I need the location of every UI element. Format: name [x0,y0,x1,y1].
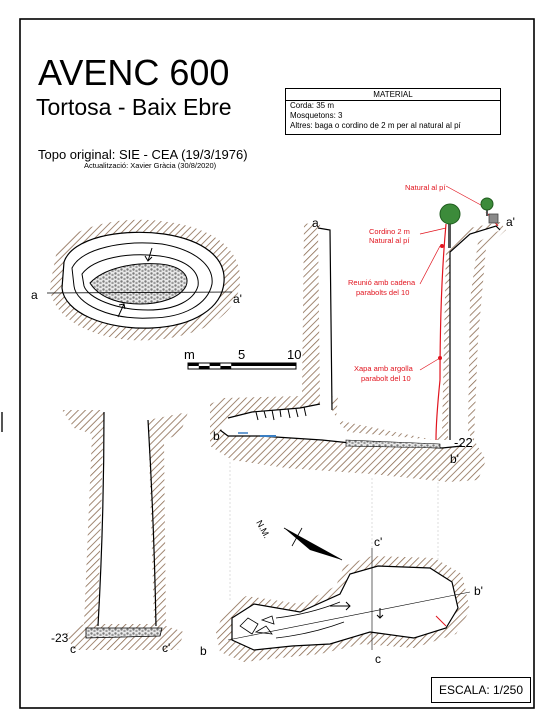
anchor-point [438,356,442,360]
note-cordino-line2: Natural al pí [369,236,410,245]
cave-void-profile [220,226,500,448]
breakdown-floor [345,439,441,449]
original-survey-credit: Topo original: SIE - CEA (19/3/1976) [38,147,248,162]
slope-arrow [117,303,126,318]
label-a-plan: a [31,288,38,302]
shaft-wall-left [97,411,105,627]
label-b-prime-plan: b' [474,584,483,598]
scale-ratio-box: ESCALA: 1/250 [431,677,531,703]
scale-tick-10: 10 [287,347,302,362]
profile-section-c-c [62,410,188,650]
north-arrow-icon [283,527,343,561]
profile-wall-right [449,225,501,440]
material-table: MATERIAL Corda: 35 m Mosquetons: 3 Altre… [285,88,501,135]
scale-unit-label: m [184,347,195,362]
label-c-prime-shaft: c' [162,641,171,655]
tree-icon [439,203,461,248]
leader-cordino [419,227,447,235]
dip-arrow [330,601,351,611]
leader-reunio [419,245,441,285]
page-subtitle: Tortosa - Baix Ebre [36,94,232,120]
profile-section-b-b [210,222,506,482]
shaft-floor-rubble [85,627,163,639]
plan-void [231,565,459,651]
label-c-plan: c [375,652,381,666]
speleothems [255,406,307,421]
note-reunio-line2: parabolts del 10 [356,288,410,297]
passage-inner-line [275,601,345,639]
small-tree-icon [480,197,494,216]
projection-lines [229,462,439,600]
rigging-line-plan [435,615,447,627]
shaft-wall-right [147,419,157,627]
sheet-border [19,18,535,709]
label-a-prime-plan: a' [233,292,242,306]
profile-wall-left [317,227,333,411]
label-a-prime-profile: a' [506,215,515,229]
entrance-outline-mid [71,242,213,319]
profile-floor [219,429,463,449]
note-xapa-line2: parabolt del 10 [361,374,411,383]
graphic-scale-bar [187,362,297,370]
page-title: AVENC 600 [38,52,230,93]
label-a-profile: a [312,216,319,230]
material-rope: Corda: 35 m [290,101,335,110]
scale-tick-5: 5 [238,347,246,362]
label-b-profile: b [213,429,220,443]
shaft-void [98,412,154,624]
shaft-opening [89,263,188,305]
note-cordino-line1: Cordino 2 m [369,227,410,236]
label-c-shaft: c [70,642,76,656]
shaft-rock-hatch [62,410,188,650]
material-other: Altres: baga o cordino de 2 m per al nat… [290,121,461,130]
label-b-plan: b [200,644,207,658]
boulder-icon [488,213,499,224]
depth-label-23: -23 [51,631,69,645]
material-heading: MATERIAL [286,89,500,101]
label-c-prime-plan: c' [374,535,383,549]
section-line-a-a [46,291,233,294]
label-b-prime-profile: b' [450,452,459,466]
entrance-outline-inner [81,254,199,311]
update-credit: Actualització: Xavier Gràcia (30/8/2020) [84,161,217,170]
leader-xapa [419,357,441,371]
plan-section-a-a [46,219,241,341]
depth-label-22: -22 [454,435,473,450]
section-line-b-b [227,591,471,641]
slope-arrow [144,247,153,262]
note-natural-pine: Natural al pí [405,183,446,192]
material-carabiners: Mosquetons: 3 [290,111,343,120]
note-reunio-line1: Reunió amb cadena [348,278,416,287]
note-xapa-line1: Xapa amb argolla [354,364,413,373]
anchor-point [440,244,444,248]
profile-ceiling [227,403,321,419]
plan-view-gallery [216,548,471,662]
